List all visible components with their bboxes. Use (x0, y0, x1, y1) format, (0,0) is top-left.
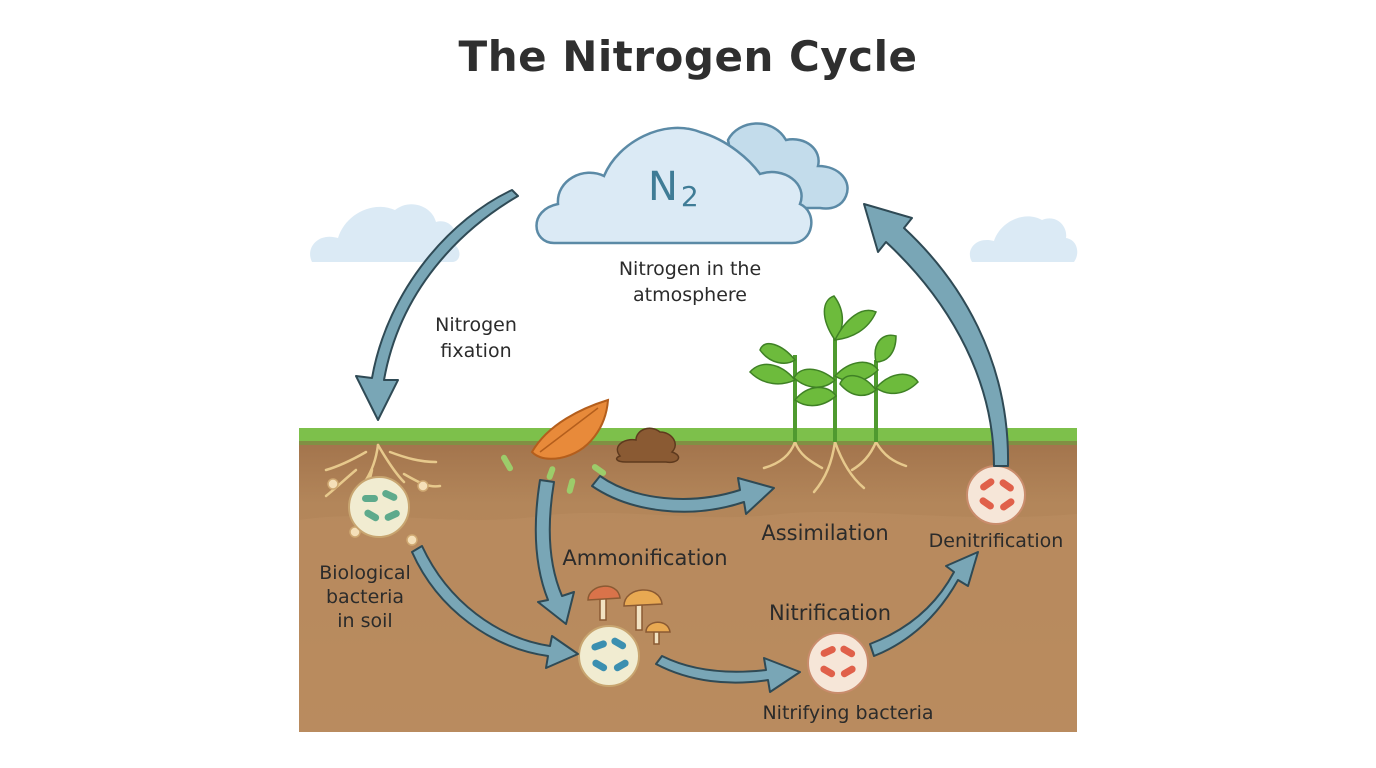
soil-bacteria-label-line1: Biological (319, 562, 411, 584)
assimilation-label: Assimilation (761, 521, 889, 545)
denitrification-label: Denitrification (928, 530, 1064, 552)
nitrification-to-denitrification-arrow (869, 551, 979, 657)
ammonification-label: Ammonification (562, 546, 728, 570)
decomposer-particles (501, 454, 607, 494)
fixation-arrow (355, 189, 519, 421)
soil-bacteria-label-line3: in soil (337, 610, 393, 632)
mushrooms (587, 585, 671, 645)
organic-matter-to-ammonification-arrow (534, 479, 575, 625)
n2-formula: N2 (648, 164, 700, 213)
ammonification-to-nitrification-arrow (655, 655, 801, 693)
nitrifying-bacteria-label: Nitrifying bacteria (762, 702, 934, 724)
right-small-cloud (969, 216, 1078, 262)
atmosphere-label: Nitrogen in the atmosphere (590, 256, 790, 308)
organic-matter-to-plants-arrow (591, 475, 775, 515)
atmosphere-label-line2: atmosphere (633, 284, 747, 306)
soil-bacteria-label-line2: bacteria (325, 586, 405, 608)
fallen-leaf (530, 398, 610, 460)
plants (748, 295, 919, 494)
denitrification-to-atmosphere-arrow (863, 203, 1010, 467)
soil-bacteria-circle (348, 476, 410, 538)
denitrifying-bacteria-circle (966, 465, 1026, 525)
cycle-arrows (355, 189, 1010, 693)
ammonifying-bacteria-circle (578, 625, 640, 687)
soil-bacteria-label: Biological bacteria in soil (300, 561, 430, 633)
fixation-label-line2: fixation (440, 340, 512, 362)
left-small-cloud (310, 204, 460, 262)
nitrification-label: Nitrification (768, 601, 892, 625)
atmosphere-label-line1: Nitrogen in the (618, 258, 762, 280)
root-nodules (327, 478, 429, 546)
atmosphere-cloud (535, 122, 849, 245)
fixation-label-line1: Nitrogen (435, 314, 517, 336)
animal-waste (615, 427, 680, 464)
soil-to-ammonification-arrow (411, 545, 579, 669)
fixation-label: Nitrogen fixation (406, 312, 546, 364)
diagram-title: The Nitrogen Cycle (458, 32, 918, 81)
nitrifying-bacteria-circle (807, 632, 869, 694)
